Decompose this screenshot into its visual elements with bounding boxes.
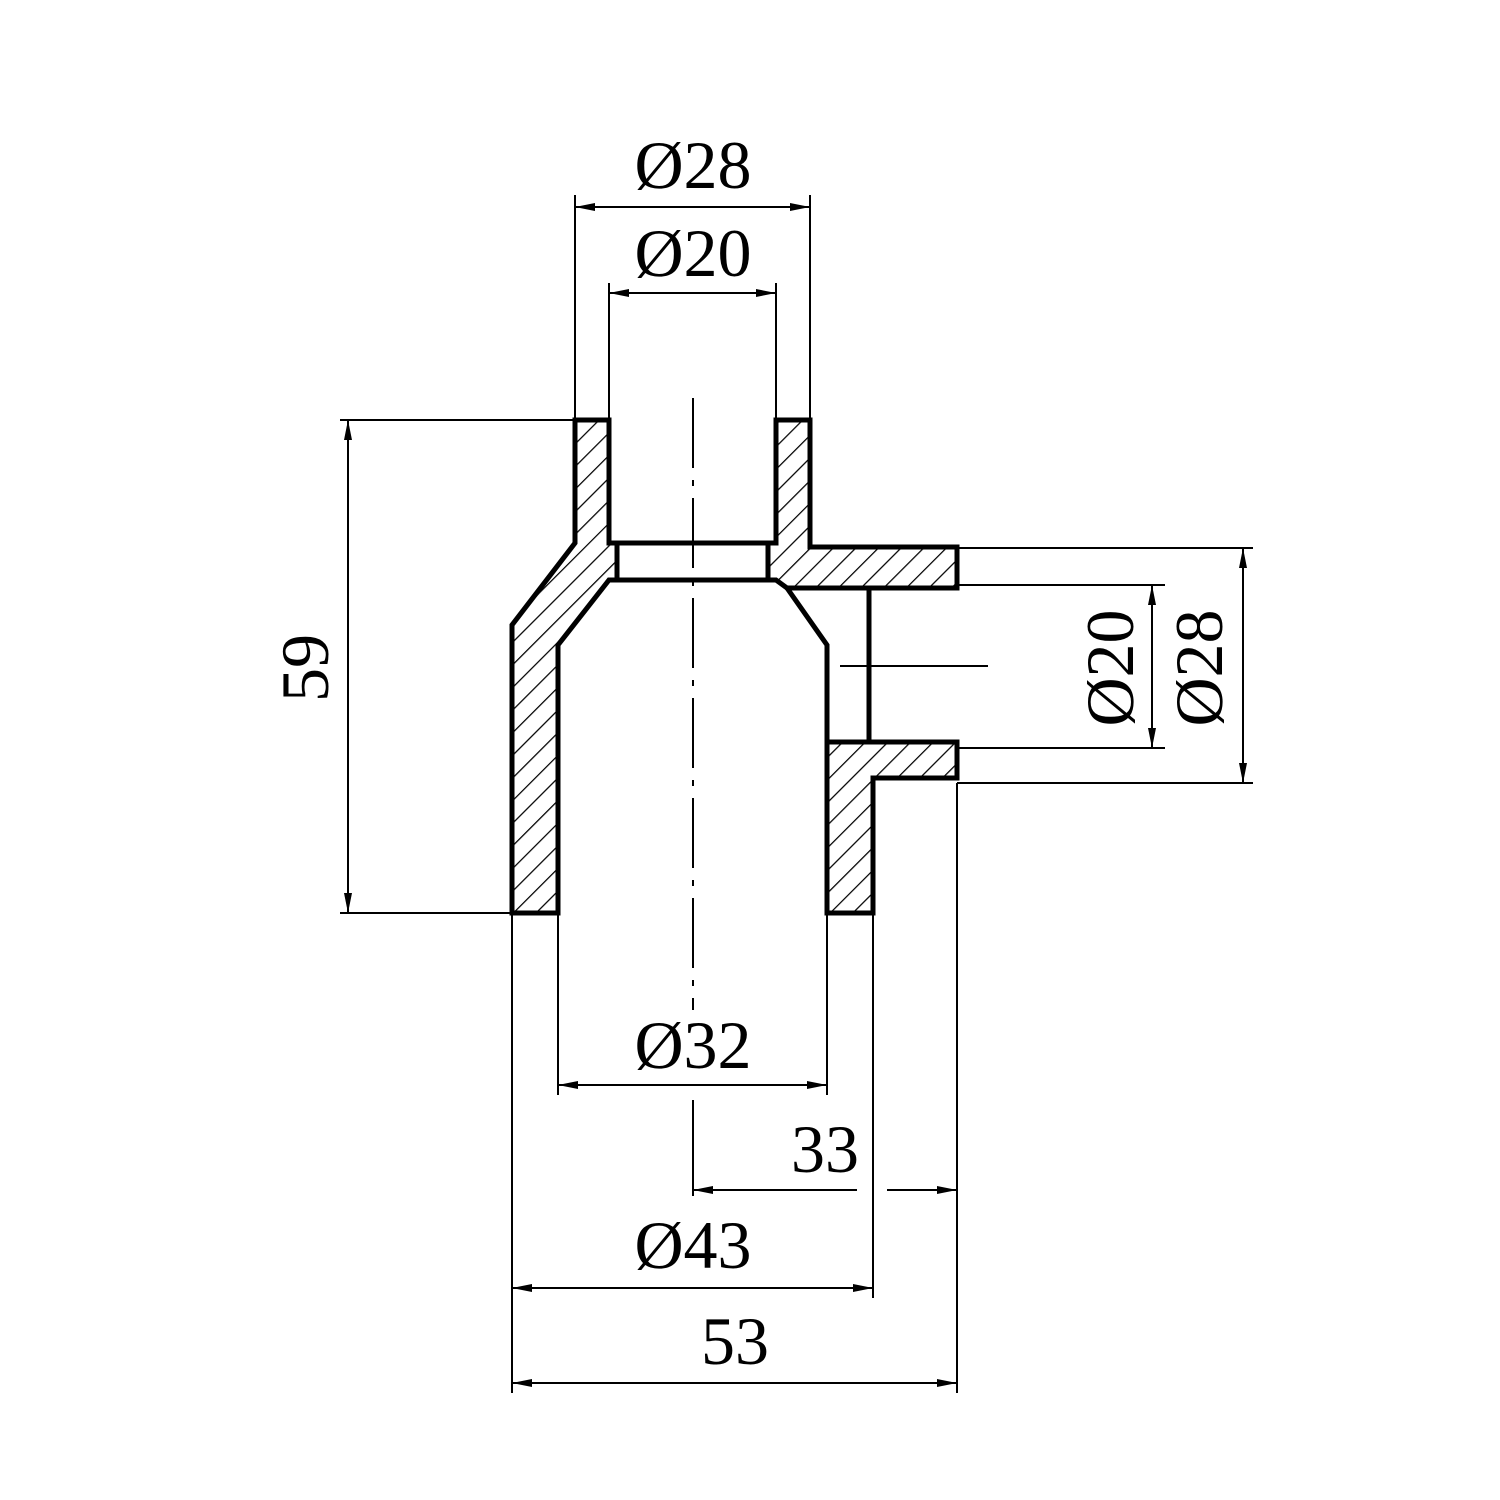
dim-label-overall-width: 53 (701, 1303, 769, 1379)
dim-label-bottom-inner: Ø32 (634, 1007, 751, 1083)
dim-label-height: 59 (267, 634, 343, 702)
inner-cone-edge (784, 586, 830, 742)
left-wall-section (509, 417, 620, 916)
dim-label-branch-offset: 33 (791, 1111, 859, 1187)
right-upper-wall-section (765, 417, 960, 591)
right-lower-wall-section (824, 739, 960, 916)
dim-label-top-inner: Ø20 (634, 215, 751, 291)
dim-label-branch-outer: Ø28 (1161, 609, 1237, 726)
dim-label-branch-inner: Ø20 (1072, 609, 1148, 726)
dim-label-bottom-outer: Ø43 (634, 1207, 751, 1283)
dim-label-top-outer: Ø28 (634, 127, 751, 203)
extension-lines (340, 195, 1253, 1393)
